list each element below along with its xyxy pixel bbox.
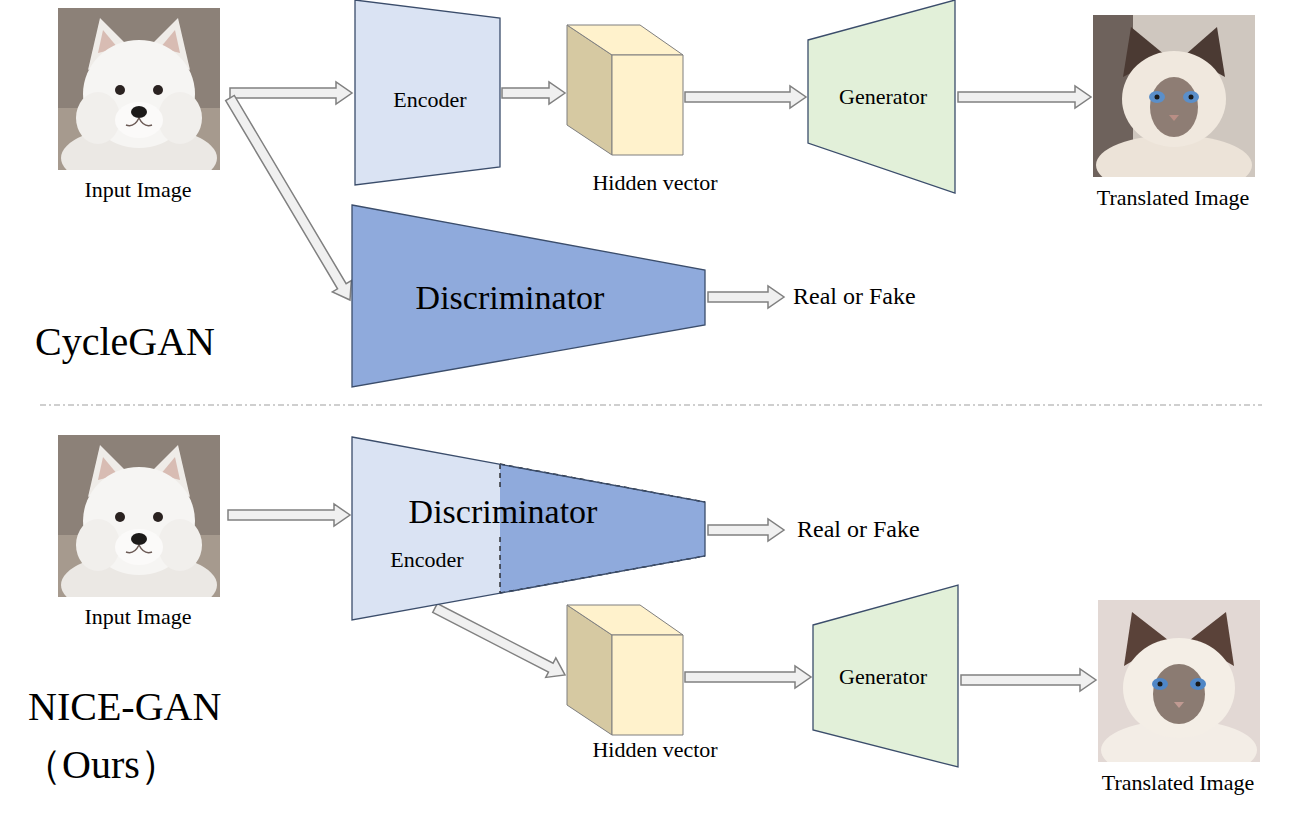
hollow-arrow [228,504,350,526]
block-label: Discriminator [409,492,598,531]
dashed-boundary [499,537,500,593]
hollow-arrow [433,604,565,678]
cube-top [567,605,683,635]
cat-photo [1093,15,1255,195]
generator-block: Generator [813,585,958,767]
output-label: Real or Fake [793,283,916,311]
image-caption: Translated Image [1102,770,1255,795]
translated-image: Translated Image [1078,600,1278,805]
hollow-arrow [502,82,565,104]
block-label: Encoder [393,87,466,112]
dog-photo [58,8,220,190]
trapezoid [352,437,705,620]
method-name: NICE-GAN [28,684,221,730]
dashed-boundary [499,464,500,487]
hollow-arrow [230,82,352,104]
block-label: Generator [839,664,927,689]
hollow-arrow [961,669,1096,691]
input-image: Input Image [38,8,238,208]
method-name: （Ours） [22,742,180,788]
cat-photo [1098,600,1260,780]
hollow-arrow [226,95,352,300]
cube-front [612,635,683,735]
image-caption: Translated Image [1097,185,1250,210]
dog-photo [58,435,220,617]
encoder-block: Encoder [355,0,500,185]
hollow-arrow [685,86,806,108]
encoder-region [352,437,705,620]
trapezoid [355,0,500,185]
trapezoid [352,205,705,387]
translated-image: Translated Image [1073,15,1273,215]
block-label: Generator [839,84,927,109]
image-caption: Input Image [85,604,192,629]
shared-encoder-discriminator: DiscriminatorEncoder [352,437,705,620]
trapezoid [808,0,955,193]
output-arrow [708,519,784,541]
output-label: Real or Fake [797,516,920,544]
separator-line [40,404,1262,405]
hidden-vector: Hidden vector [560,22,750,200]
hidden-vector: Hidden vector [560,602,750,780]
trapezoid [813,585,958,767]
output-arrow [708,286,784,308]
generator-block: Generator [808,0,955,193]
block-label: Encoder [390,547,463,572]
cube-front [612,55,683,155]
input-image: Input Image [38,435,238,635]
block-label: Hidden vector [592,170,717,195]
hollow-arrow [958,86,1091,108]
block-label: Discriminator [416,278,605,317]
hollow-arrow [685,666,811,688]
cube-top [567,25,683,55]
discriminator-block: Discriminator [352,205,705,387]
block-label: Hidden vector [592,737,717,762]
image-caption: Input Image [85,177,192,202]
method-name: CycleGAN [35,319,215,365]
